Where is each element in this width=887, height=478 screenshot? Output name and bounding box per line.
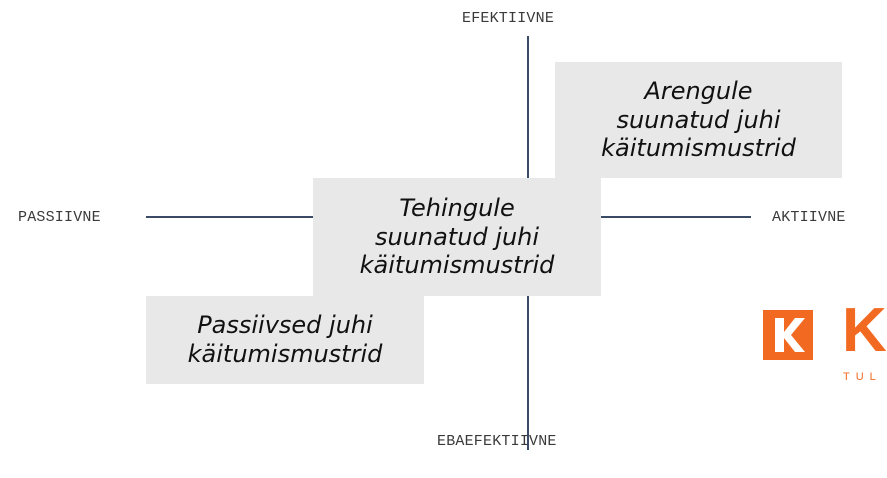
box-passive-text: Passiivsed juhi käitumismustrid [187,311,383,368]
axis-label-left: PASSIIVNE [18,209,101,226]
axis-label-right: AKTIIVNE [772,209,846,226]
box-transactional: Tehingule suunatud juhi käitumismustrid [313,178,601,296]
logo-letter: K [842,296,887,365]
axis-label-top: EFEKTIIVNE [462,10,555,27]
axis-label-bottom: EBAEFEKTIIVNE [437,433,557,450]
logo-tagline: TUL [843,371,882,383]
box-developmental-text: Arengule suunatud juhi käitumismustrid [601,76,796,163]
logo-k-icon [763,310,813,360]
logo-k-glyph [775,318,805,352]
box-transactional-text: Tehingule suunatud juhi käitumismustrid [359,193,555,280]
box-passive: Passiivsed juhi käitumismustrid [146,296,424,384]
box-developmental: Arengule suunatud juhi käitumismustrid [555,62,842,178]
